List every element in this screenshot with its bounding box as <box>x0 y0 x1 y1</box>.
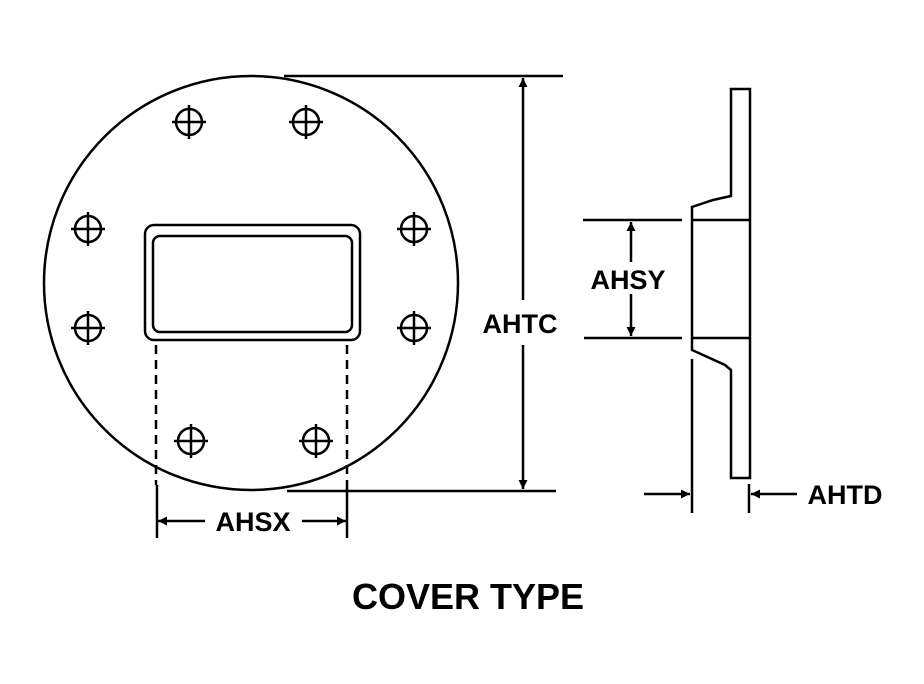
cover-outline <box>42 74 460 492</box>
slot-inner <box>151 234 354 334</box>
side-profile <box>690 87 752 480</box>
ahtd-label: AHTD <box>808 480 883 510</box>
bolt-hole <box>174 424 208 458</box>
bolt-hole <box>397 311 431 345</box>
bolt-hole <box>397 212 431 246</box>
bolt-hole <box>289 105 323 139</box>
ahsx-label: AHSX <box>215 507 290 537</box>
slot-outer <box>143 223 362 342</box>
diagram-title: COVER TYPE <box>352 576 584 617</box>
bolt-hole <box>71 311 105 345</box>
bolt-hole <box>71 212 105 246</box>
bolt-hole <box>299 424 333 458</box>
bolt-holes <box>71 105 431 458</box>
bolt-hole <box>172 105 206 139</box>
ahtc-label: AHTC <box>483 309 558 339</box>
ahsy-label: AHSY <box>590 265 665 295</box>
